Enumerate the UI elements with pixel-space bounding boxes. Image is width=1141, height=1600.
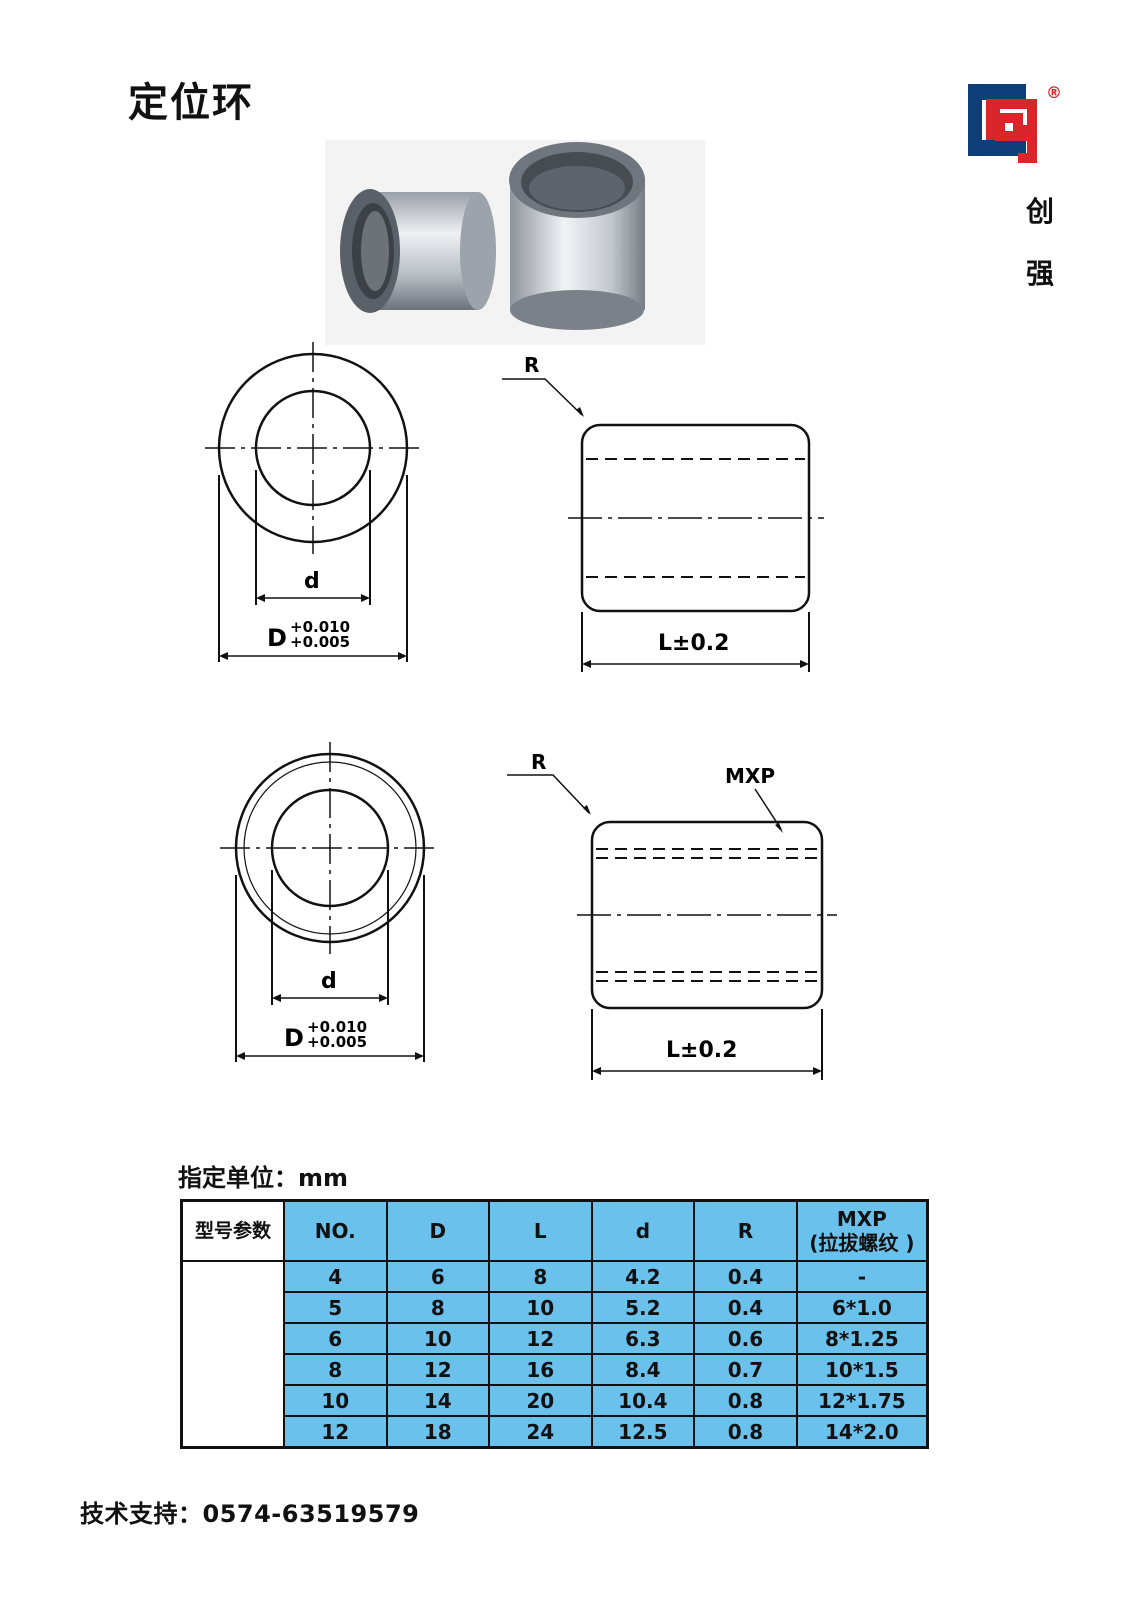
cell-no: 4 <box>282 1260 388 1293</box>
cell-D: 10 <box>385 1322 491 1355</box>
cell-D: 6 <box>385 1260 491 1293</box>
cell-no: 10 <box>282 1384 388 1417</box>
cell-mxp: 10*1.5 <box>795 1353 929 1386</box>
col-header-R: R <box>693 1199 798 1262</box>
cell-L: 8 <box>488 1260 593 1293</box>
col-header-D: D <box>385 1199 491 1262</box>
cell-L: 16 <box>488 1353 593 1386</box>
cell-mxp: - <box>795 1260 929 1293</box>
table-header-row: 型号参数 NO. D L d R MXP (拉拔螺纹 ) <box>180 1199 929 1262</box>
param-blank-cell <box>180 1260 285 1449</box>
D-tol-upper: +0.010 <box>307 1018 367 1036</box>
col-header-no: NO. <box>282 1199 388 1262</box>
cell-D: 14 <box>385 1384 491 1417</box>
cell-mxp: 14*2.0 <box>795 1415 929 1449</box>
spec-table: 型号参数 NO. D L d R MXP (拉拔螺纹 ) 4 6 8 4.2 0… <box>180 1199 929 1449</box>
cell-mxp: 6*1.0 <box>795 1291 929 1324</box>
table-row: 12 18 24 12.5 0.8 14*2.0 <box>182 1415 929 1449</box>
cell-R: 0.8 <box>693 1415 798 1449</box>
mxp-header-line2: (拉拔螺纹 ) <box>809 1231 915 1255</box>
D-label: D <box>284 1024 304 1052</box>
D-tol-lower: +0.005 <box>307 1033 367 1051</box>
cell-D: 18 <box>385 1415 491 1449</box>
cell-no: 6 <box>282 1322 388 1355</box>
table-row: 6 10 12 6.3 0.6 8*1.25 <box>182 1322 929 1355</box>
cell-d: 10.4 <box>590 1384 696 1417</box>
cell-R: 0.4 <box>693 1291 798 1324</box>
table-row: 10 14 20 10.4 0.8 12*1.75 <box>182 1384 929 1417</box>
col-header-L: L <box>488 1199 593 1262</box>
cell-L: 10 <box>488 1291 593 1324</box>
D-tol-upper: +0.010 <box>290 618 350 636</box>
brand-logo: ® <box>968 83 1062 163</box>
cell-L: 24 <box>488 1415 593 1449</box>
cell-no: 12 <box>282 1415 388 1449</box>
col-header-d: d <box>590 1199 696 1262</box>
cell-d: 5.2 <box>590 1291 696 1324</box>
cell-R: 0.4 <box>693 1260 798 1293</box>
unit-note: 指定单位：mm <box>178 1164 349 1192</box>
param-header: 型号参数 <box>180 1199 285 1262</box>
cell-no: 8 <box>282 1353 388 1386</box>
cell-d: 6.3 <box>590 1322 696 1355</box>
product-photo <box>325 140 705 345</box>
support-contact: 技术支持：0574-63519579 <box>80 1500 420 1528</box>
cell-d: 12.5 <box>590 1415 696 1449</box>
MXP-label: MXP <box>725 764 775 788</box>
page-title: 定位环 <box>128 80 254 126</box>
table-row: 5 8 10 5.2 0.4 6*1.0 <box>182 1291 929 1324</box>
cell-mxp: 12*1.75 <box>795 1384 929 1417</box>
L-label: L±0.2 <box>658 631 729 656</box>
cell-D: 8 <box>385 1291 491 1324</box>
drawing-top-side-view: R L±0.2 <box>502 353 824 672</box>
cell-R: 0.6 <box>693 1322 798 1355</box>
brand-name-line1: 创 <box>1025 195 1054 228</box>
L-label: L±0.2 <box>666 1038 737 1063</box>
R-label: R <box>524 353 539 377</box>
cell-d: 8.4 <box>590 1353 696 1386</box>
cell-L: 20 <box>488 1384 593 1417</box>
cell-no: 5 <box>282 1291 388 1324</box>
table-row: 4 6 8 4.2 0.4 - <box>180 1260 929 1449</box>
brand-name-line2: 强 <box>1025 257 1054 290</box>
R-label: R <box>531 750 546 774</box>
D-label: D <box>267 624 287 652</box>
table-row: 8 12 16 8.4 0.7 10*1.5 <box>182 1353 929 1386</box>
D-tol-lower: +0.005 <box>290 633 350 651</box>
svg-text:®: ® <box>1046 83 1062 102</box>
col-header-mxp: MXP (拉拔螺纹 ) <box>795 1199 929 1262</box>
cell-d: 4.2 <box>590 1260 696 1293</box>
mxp-header-line1: MXP <box>836 1207 887 1231</box>
cell-D: 12 <box>385 1353 491 1386</box>
drawing-bottom-front-view: d D +0.010 +0.005 <box>220 742 440 1062</box>
cell-mxp: 8*1.25 <box>795 1322 929 1355</box>
drawing-top-front-view: d D +0.010 +0.005 <box>205 342 421 662</box>
drawing-bottom-side-view: R MXP L±0.2 <box>507 750 837 1080</box>
d-label: d <box>321 969 337 994</box>
cell-R: 0.7 <box>693 1353 798 1386</box>
cell-R: 0.8 <box>693 1384 798 1417</box>
cell-L: 12 <box>488 1322 593 1355</box>
d-label: d <box>304 569 320 594</box>
